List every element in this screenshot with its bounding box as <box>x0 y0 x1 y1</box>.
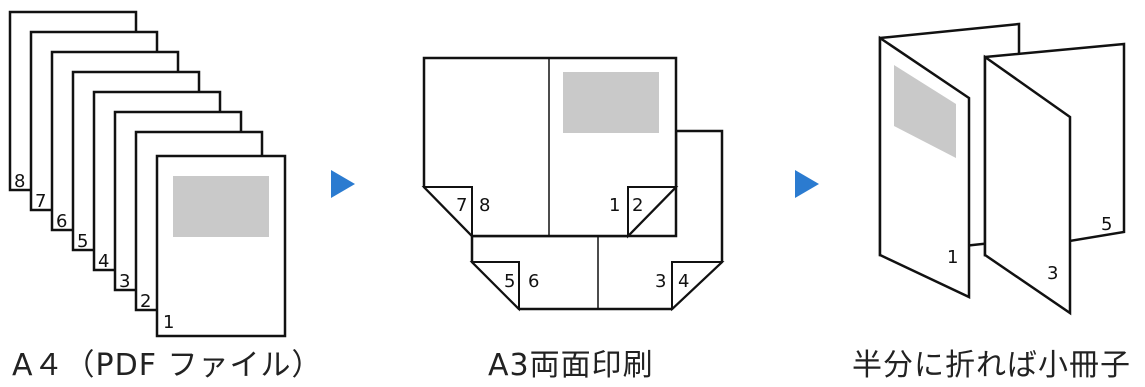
booklet-number: 5 <box>1101 214 1112 235</box>
a3-number: 3 <box>655 271 666 292</box>
a3-image-placeholder <box>563 72 659 133</box>
booklet-page-numbers: 1 3 5 <box>947 214 1112 284</box>
stack-number: 8 <box>14 171 25 192</box>
folded-booklet <box>878 22 1126 316</box>
stack-page-numbers: 8 7 6 5 4 3 2 1 <box>14 171 174 333</box>
a3-number: 6 <box>528 271 539 292</box>
a3-number: 8 <box>479 195 490 216</box>
booklet-number: 3 <box>1047 263 1058 284</box>
a3-number: 1 <box>609 195 620 216</box>
page-3-panel <box>983 54 1072 316</box>
a3-number: 7 <box>456 195 467 216</box>
page-1-image-placeholder <box>173 176 269 237</box>
a3-number: 5 <box>504 271 515 292</box>
booklet-number: 1 <box>947 247 958 268</box>
arrow-right-icon <box>331 170 355 198</box>
stack-number: 6 <box>56 211 67 232</box>
stack-number: 2 <box>140 291 151 312</box>
front-page-number: 1 <box>163 312 174 333</box>
caption-fold-booklet: 半分に折れば小冊子 <box>852 348 1131 383</box>
stack-number: 4 <box>98 251 109 272</box>
booklet-image-placeholder <box>894 65 956 158</box>
caption-a4-pdf: A４（PDF ファイル） <box>12 348 323 383</box>
stack-number: 3 <box>119 271 130 292</box>
a3-page-numbers: 7 8 1 2 5 6 3 4 <box>456 195 689 292</box>
stack-number: 7 <box>35 191 46 212</box>
a3-number: 2 <box>632 195 643 216</box>
a3-number: 4 <box>678 271 689 292</box>
arrow-right-icon <box>795 170 819 198</box>
caption-a3-duplex: A3両面印刷 <box>488 348 654 383</box>
folded-corners <box>421 186 725 312</box>
stack-number: 5 <box>77 231 88 252</box>
a4-page-stack <box>8 10 287 338</box>
